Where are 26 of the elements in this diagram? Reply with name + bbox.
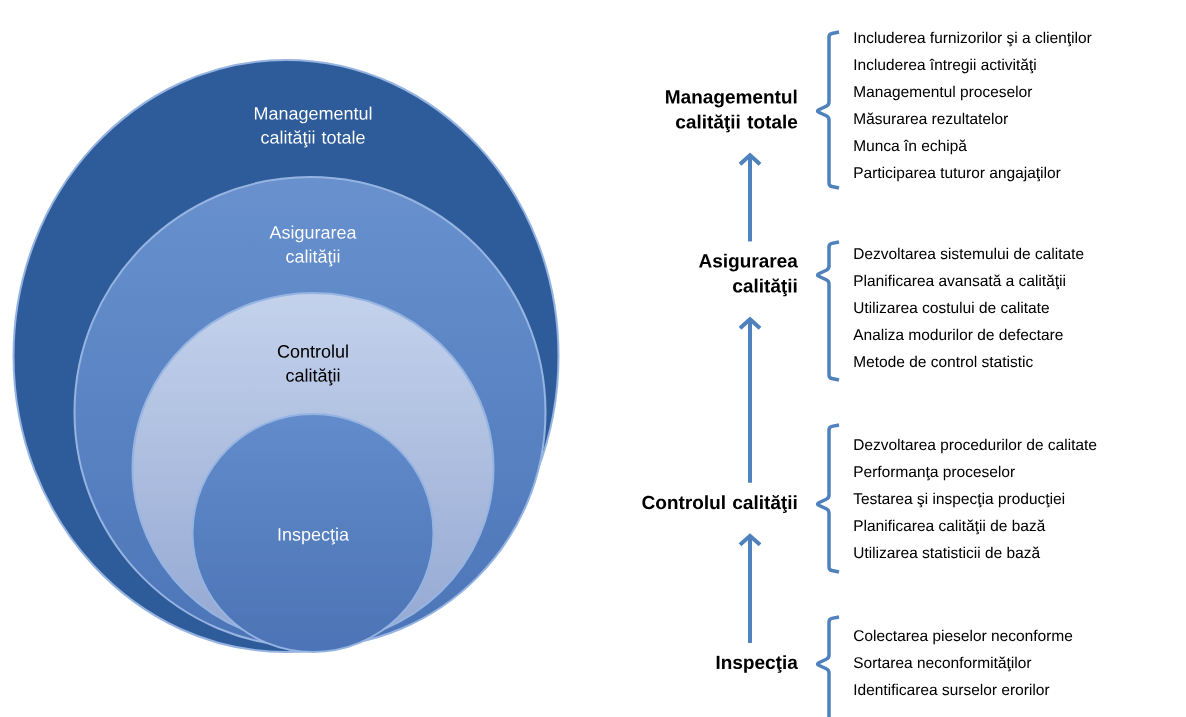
list-item: Performanţa proceselor [854,465,1015,481]
heading: Inspecţia [716,655,798,673]
list-item: Dezvoltarea procedurilor de calitate [854,438,1097,454]
list-item: Colectarea pieselor neconforme [854,629,1073,645]
heading: Managementul calităţii totale [666,89,798,133]
arrow [738,533,762,643]
list-item: Includerea întregii activităţi [854,58,1036,74]
list-item: Utilizarea costului de calitate [854,301,1049,314]
heading: Controlul calităţii [642,495,797,513]
list-item: Includerea furnizorilor şi a clienţilor [854,31,1092,47]
heading: Asigurarea calităţii [699,253,798,297]
list-item: Utilizarea statisticii de bază [854,546,1041,559]
list-item: Planificarea calităţii de bază [854,519,1046,535]
list-item: Identificarea surselor erorilor [854,683,1050,696]
list-item: Testarea şi inspecţia producţiei [853,492,1065,508]
list-item: Managementul proceselor [854,85,1033,101]
list-item: Sortarea neconformităţilor [853,656,1032,672]
list-item: Metode de control statistic [854,355,1033,368]
list-item: Măsurarea rezultatelor [854,112,1008,125]
list-item: Participarea tuturor angajaţilor [854,166,1061,182]
arrow [738,152,762,242]
list-item: Planificarea avansată a calităţii [854,274,1065,290]
list-item: Munca în echipă [854,139,967,155]
list-item: Dezvoltarea sistemului de calitate [854,247,1084,260]
list-item: Analiza modurilor de defectare [853,328,1063,341]
arrow [738,316,762,483]
